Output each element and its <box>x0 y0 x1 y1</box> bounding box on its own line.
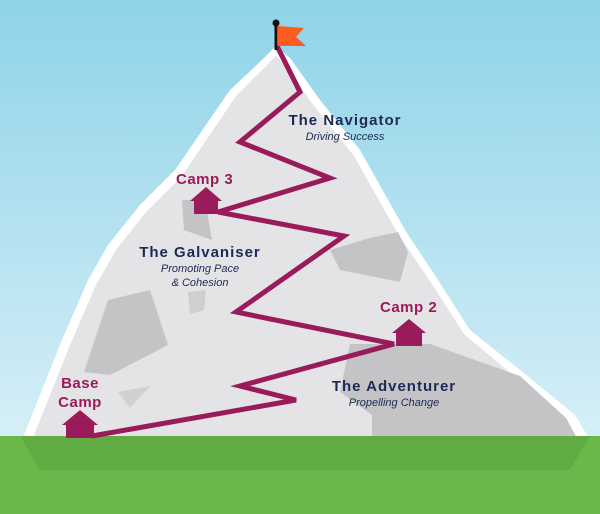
rock-lower-left <box>118 386 150 408</box>
rock-left-small <box>188 290 206 314</box>
mountain-shadow-on-grass <box>20 436 590 470</box>
stage-adventurer-subtitle: Propelling Change <box>348 397 440 409</box>
stage-navigator: The Navigator Driving Success <box>280 112 410 144</box>
stage-galvaniser-title: The Galvaniser <box>139 244 261 261</box>
stage-adventurer-title: The Adventurer <box>331 378 457 395</box>
hut-icon-camp-2 <box>392 319 426 346</box>
camp-2-label: Camp 2 <box>380 299 438 316</box>
rock-left-large <box>84 290 168 375</box>
rock-lower-right <box>340 344 578 440</box>
rock-middle-right <box>330 232 408 282</box>
mountain-body <box>32 56 578 440</box>
stage-navigator-title: The Navigator <box>288 112 402 129</box>
stage-galvaniser: The Galvaniser Promoting Pace & Cohesion <box>130 244 270 290</box>
hut-icon-camp-3 <box>190 187 222 214</box>
stage-navigator-subtitle: Driving Success <box>305 131 385 143</box>
flag-icon <box>278 26 306 46</box>
stage-galvaniser-subtitle-line2: & Cohesion <box>171 277 229 289</box>
base-camp-label-line1: Base <box>61 375 99 392</box>
climbing-path <box>91 44 395 439</box>
flag-pole-top <box>272 19 280 27</box>
base-camp-label: Base Camp <box>58 374 102 412</box>
stage-galvaniser-subtitle-line1: Promoting Pace <box>160 263 240 275</box>
stage-adventurer: The Adventurer Propelling Change <box>320 378 468 410</box>
camp-3-label: Camp 3 <box>176 171 234 188</box>
base-camp-label-line2: Camp <box>58 394 102 411</box>
hut-icon-base-camp <box>62 410 98 438</box>
